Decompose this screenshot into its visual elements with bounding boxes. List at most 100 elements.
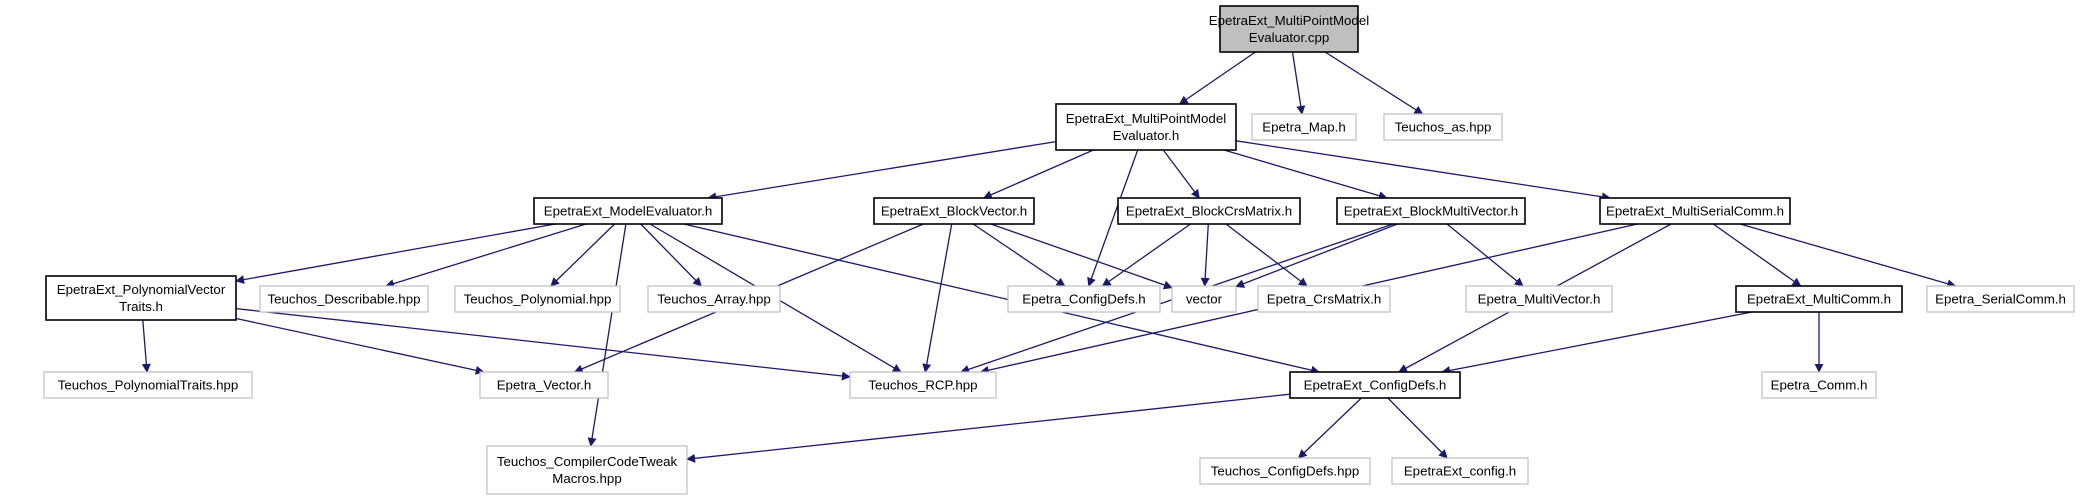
edge-block_crs-to-vector [1200,223,1210,287]
edge-multicomm-to-ext_configdefs [1441,311,1753,375]
edge-block_mv-to-epetra_mv [1446,223,1524,287]
edge-mpme_h-to-block_vec [982,149,1094,199]
edge-block_vec-to-epetra_configdefs [972,223,1066,287]
node-epetra_vector[interactable]: Epetra_Vector.h [479,371,609,399]
node-epetra_mv[interactable]: Epetra_MultiVector.h [1465,285,1613,313]
node-label: EpetraExt_config.h [1404,464,1516,479]
node-epetra_comm[interactable]: Epetra_Comm.h [1761,371,1877,399]
node-label: EpetraExt_BlockCrsMatrix.h [1126,204,1292,219]
node-label: Teuchos_CompilerCodeTweak [497,454,678,469]
node-block_vec[interactable]: EpetraExt_BlockVector.h [873,197,1035,225]
node-box [1926,285,2075,313]
node-vector[interactable]: vector [1171,285,1237,313]
edge-model_eval-to-ext_configdefs [683,223,1321,375]
node-array[interactable]: Teuchos_Array.hpp [647,285,781,313]
node-label: Teuchos_Array.hpp [657,292,771,307]
edge-model_eval-to-describable [385,223,587,288]
node-box [1599,197,1791,225]
node-box [849,371,997,399]
node-label: Epetra_Vector.h [497,378,592,393]
node-label: EpetraExt_BlockVector.h [881,204,1027,219]
node-label: EpetraExt_BlockMultiVector.h [1344,204,1518,219]
nodes-layer: EpetraExt_MultiPointModelEvaluator.cppEp… [43,5,2075,495]
node-label: Traits.h [119,299,163,314]
node-ext_config[interactable]: EpetraExt_config.h [1391,457,1529,485]
node-crsmatrix[interactable]: Epetra_CrsMatrix.h [1257,285,1391,313]
edges-layer [141,51,1957,463]
edge-multi_serial-to-serialcomm [1739,223,1957,289]
node-label: Epetra_SerialComm.h [1935,292,2066,307]
node-box [1289,371,1461,399]
node-label: Evaluator.cpp [1249,30,1330,45]
node-label: Teuchos_as.hpp [1395,120,1492,135]
node-label: Evaluator.h [1113,128,1180,143]
node-block_crs[interactable]: EpetraExt_BlockCrsMatrix.h [1117,197,1301,225]
node-block_mv[interactable]: EpetraExt_BlockMultiVector.h [1336,197,1526,225]
node-epetra_configdefs[interactable]: Epetra_ConfigDefs.h [1007,285,1161,313]
edge-mpme_h-to-model_eval [707,140,1057,202]
edge-model_eval-to-compiler_tweak [587,223,627,447]
node-multicomm[interactable]: EpetraExt_MultiComm.h [1735,285,1903,313]
node-serialcomm[interactable]: Epetra_SerialComm.h [1926,285,2075,313]
node-label: Epetra_Comm.h [1771,378,1868,393]
node-box [1171,285,1237,313]
node-rcp[interactable]: Teuchos_RCP.hpp [849,371,997,399]
edge-poly_traits-to-teuchos_polytraits [141,319,151,373]
node-label: EpetraExt_ModelEvaluator.h [544,204,713,219]
node-label: EpetraExt_MultiSerialComm.h [1606,204,1784,219]
node-label: EpetraExt_ConfigDefs.h [1304,378,1447,393]
edge-model_eval-to-array [640,223,702,287]
node-box [647,285,781,313]
edge-block_mv-to-vector [1235,223,1398,288]
node-label: Epetra_ConfigDefs.h [1022,292,1145,307]
edge-root-to-epetra_map [1291,51,1306,115]
edge-model_eval-to-poly_traits [235,223,556,285]
edge-mpme_h-to-multi_serial [1235,140,1611,202]
node-box [486,445,688,495]
node-box [45,275,237,321]
node-box [1761,371,1877,399]
node-box [1383,113,1503,141]
node-label: EpetraExt_PolynomialVector [57,282,226,297]
edge-block_crs-to-crsmatrix [1225,223,1308,287]
node-box [1007,285,1161,313]
node-label: Epetra_MultiVector.h [1478,292,1601,307]
edge-multi_serial-to-multicomm [1712,223,1802,287]
edge-ext_configdefs-to-teuchos_configdefs [1297,397,1362,459]
edge-mpme_h-to-epetra_configdefs [1087,149,1139,287]
node-box [259,285,429,313]
edge-poly_traits-to-rcp [235,307,851,381]
node-ext_configdefs[interactable]: EpetraExt_ConfigDefs.h [1289,371,1461,399]
edge-ext_configdefs-to-ext_config [1387,397,1448,459]
node-polynomial[interactable]: Teuchos_Polynomial.hpp [454,285,621,313]
edge-root-to-mpme_h [1178,51,1256,105]
edge-block_crs-to-epetra_configdefs [1101,223,1191,287]
node-box [1117,197,1301,225]
node-label: Teuchos_ConfigDefs.hpp [1211,464,1360,479]
edge-root-to-teuchos_as [1324,51,1424,115]
node-teuchos_polytraits[interactable]: Teuchos_PolynomialTraits.hpp [43,371,253,399]
node-describable[interactable]: Teuchos_Describable.hpp [259,285,429,313]
node-epetra_map[interactable]: Epetra_Map.h [1251,113,1357,141]
node-teuchos_as[interactable]: Teuchos_as.hpp [1383,113,1503,141]
node-multi_serial[interactable]: EpetraExt_MultiSerialComm.h [1599,197,1791,225]
node-box [1055,103,1237,151]
edge-model_eval-to-polynomial [550,223,616,287]
node-label: Teuchos_PolynomialTraits.hpp [58,378,239,393]
node-box [1336,197,1526,225]
node-teuchos_configdefs[interactable]: Teuchos_ConfigDefs.hpp [1199,457,1371,485]
node-label: EpetraExt_MultiComm.h [1747,292,1891,307]
node-box [1219,5,1359,53]
node-box [533,197,723,225]
node-box [43,371,253,399]
edge-block_vec-to-vector [990,223,1173,290]
edge-block_vec-to-rcp [922,223,953,373]
node-model_eval[interactable]: EpetraExt_ModelEvaluator.h [533,197,723,225]
node-label: Teuchos_RCP.hpp [868,378,977,393]
node-label: EpetraExt_MultiPointModel [1066,111,1226,126]
